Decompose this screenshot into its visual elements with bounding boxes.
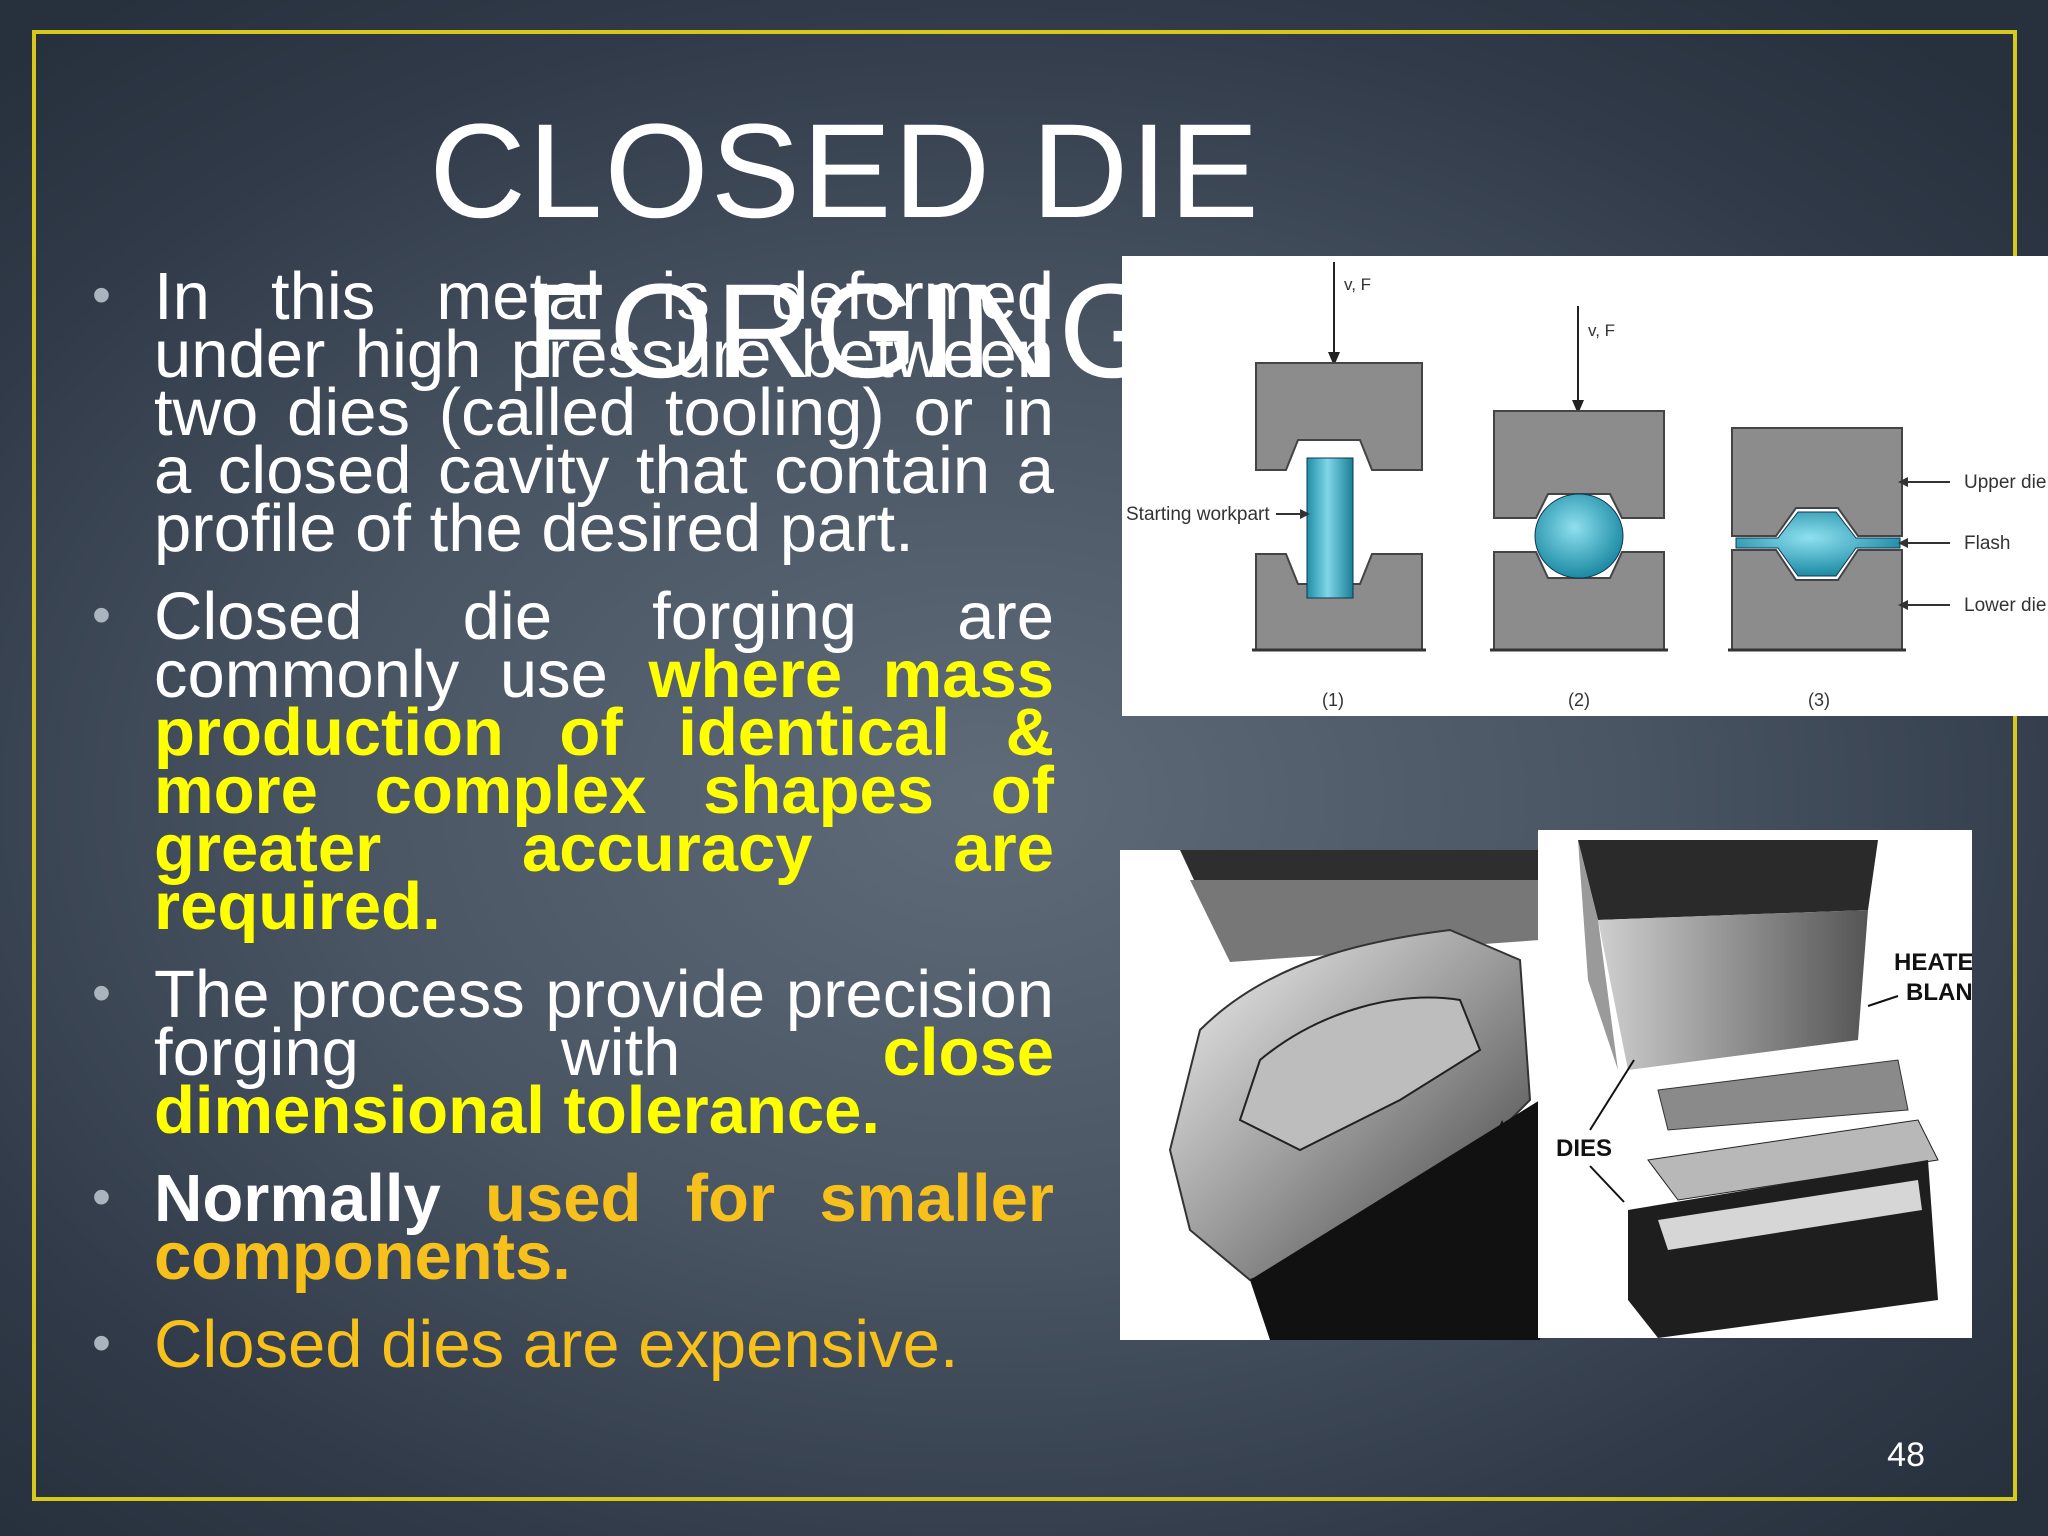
flash-callout-label: FLASH bbox=[1460, 1279, 1540, 1306]
step-1-group: v, F Starting workpart (1) bbox=[1126, 262, 1426, 710]
bullet-expensive-text: Closed dies are expensive. bbox=[154, 1307, 959, 1382]
bullet-precision-text: The process provide precision forging wi… bbox=[154, 957, 1054, 1090]
bullet-expensive: Closed dies are expensive. bbox=[92, 1311, 1054, 1378]
forging-steps-diagram: v, F Starting workpart (1) v, F (2) bbox=[1122, 256, 2048, 716]
bullet-components-bold: Normally bbox=[154, 1161, 486, 1236]
force-label-2: v, F bbox=[1588, 321, 1615, 340]
bullet-definition-text: In this metal is deformed under high pre… bbox=[154, 259, 1054, 566]
bullet-components-highlight: used for smaller components. bbox=[154, 1161, 1054, 1294]
bullet-list: In this metal is deformed under high pre… bbox=[92, 263, 1054, 1378]
bullet-precision: The process provide precision forging wi… bbox=[92, 961, 1054, 1144]
dies-heated-blank-image: HEATED BLANK DIES bbox=[1538, 830, 1972, 1338]
dies-svg: HEATED BLANK DIES bbox=[1556, 840, 1972, 1338]
upper-die-3 bbox=[1731, 427, 1903, 537]
heated-blank-label-line2: BLANK bbox=[1906, 979, 1972, 1006]
upper-die-2 bbox=[1493, 410, 1665, 519]
step-2-label: (2) bbox=[1568, 690, 1590, 710]
page-number: 48 bbox=[1887, 1436, 1925, 1474]
upper-die-1 bbox=[1255, 362, 1423, 471]
lower-die-2 bbox=[1493, 551, 1665, 651]
bullet-usage-text: Closed die forging are commonly use bbox=[154, 579, 1054, 712]
bullet-usage-highlight: where mass production of identical & mor… bbox=[154, 637, 1054, 944]
step-1-label: (1) bbox=[1322, 690, 1344, 710]
forged-part-svg: FLASH bbox=[1168, 850, 1540, 1340]
bullet-components: Normally used for smaller components. bbox=[92, 1165, 1054, 1290]
bullet-precision-highlight: close dimensional tolerance. bbox=[154, 1015, 1054, 1148]
starting-workpart-label: Starting workpart bbox=[1126, 504, 1270, 525]
step-3-group: (3) Upper die Flash Lower die bbox=[1728, 427, 2046, 710]
force-label-1: v, F bbox=[1344, 275, 1371, 294]
workpart-with-flash bbox=[1735, 511, 1901, 577]
dies-callout-label: DIES bbox=[1556, 1135, 1612, 1162]
slide-frame bbox=[32, 30, 2017, 1501]
flash-label: Flash bbox=[1964, 533, 2010, 554]
step-3-label: (3) bbox=[1808, 690, 1830, 710]
heated-blank-label-line1: HEATED bbox=[1894, 949, 1972, 976]
bullet-usage: Closed die forging are commonly use wher… bbox=[92, 583, 1054, 940]
upper-die-label: Upper die bbox=[1964, 472, 2046, 493]
lower-die-label: Lower die bbox=[1964, 595, 2046, 616]
bullet-definition: In this metal is deformed under high pre… bbox=[92, 263, 1054, 562]
workpart-deformed bbox=[1534, 493, 1624, 579]
forging-steps-svg: v, F Starting workpart (1) v, F (2) bbox=[1126, 262, 2046, 710]
forged-part-image: FLASH bbox=[1120, 850, 1540, 1340]
step-2-group: v, F (2) bbox=[1490, 306, 1668, 710]
title-line-1: CLOSED DIE bbox=[429, 97, 1261, 246]
lower-die-1 bbox=[1255, 553, 1423, 651]
lower-die-3 bbox=[1731, 549, 1903, 651]
workpart-cylinder bbox=[1306, 457, 1354, 599]
